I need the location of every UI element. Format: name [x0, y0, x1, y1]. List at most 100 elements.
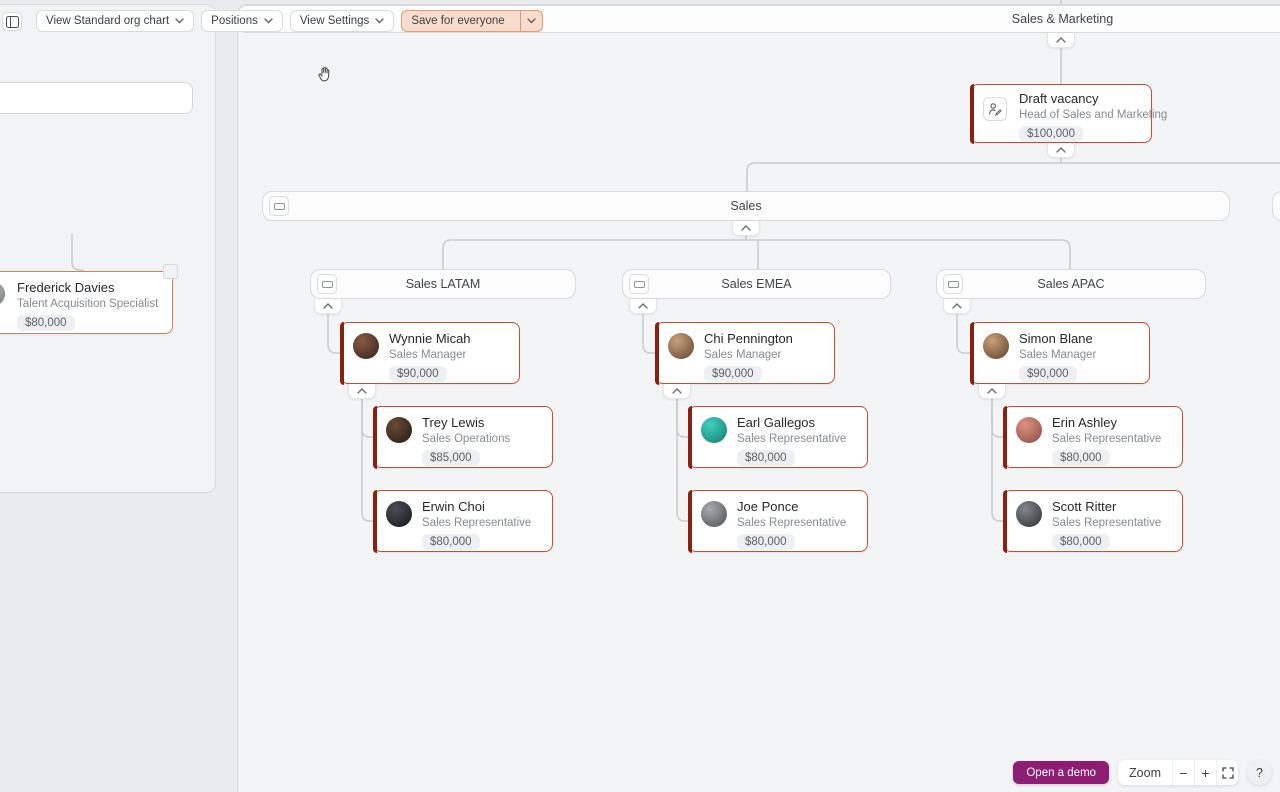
- collapse-manager-button[interactable]: [978, 384, 1006, 399]
- draft-vacancy-icon: [983, 97, 1007, 121]
- person-name: Erwin Choi: [422, 499, 485, 514]
- avatar: [983, 333, 1009, 359]
- zoom-control: Zoom − +: [1118, 760, 1238, 785]
- collapse-sales-button[interactable]: [732, 221, 760, 236]
- chevron-up-icon: [323, 303, 333, 309]
- person-name: Erin Ashley: [1052, 415, 1118, 430]
- chevron-down-icon: [264, 18, 273, 24]
- person-role: Sales Representative: [422, 517, 532, 529]
- top-toolbar: View Standard org chart Positions View S…: [0, 0, 1280, 36]
- fullscreen-button[interactable]: [1216, 760, 1238, 785]
- person-role: Sales Representative: [1052, 517, 1162, 529]
- salary-badge: $80,000: [1052, 534, 1110, 550]
- collapse-group-button[interactable]: [943, 299, 971, 314]
- left-side-panel: [0, 4, 216, 493]
- group-bar[interactable]: Sales APAC: [936, 269, 1206, 299]
- department-bar-sibling[interactable]: [1272, 191, 1280, 221]
- chevron-up-icon: [1056, 147, 1066, 153]
- avatar: [1016, 501, 1042, 527]
- canvas-footer-controls: Open a demo Zoom − + ?: [1013, 760, 1272, 785]
- person-role: Sales Operations: [422, 433, 511, 445]
- person-name: Trey Lewis: [422, 415, 485, 430]
- person-role: Sales Representative: [737, 433, 847, 445]
- department-icon[interactable]: [269, 196, 289, 216]
- avatar: [353, 333, 379, 359]
- side-panel-input[interactable]: [0, 82, 193, 114]
- chevron-up-icon: [357, 388, 367, 394]
- group-bar[interactable]: Sales EMEA: [622, 269, 891, 299]
- avatar: [1016, 417, 1042, 443]
- person-name: Chi Pennington: [704, 331, 793, 346]
- chevron-up-icon: [741, 225, 751, 231]
- save-for-everyone-button[interactable]: Save for everyone: [401, 10, 543, 32]
- salary-badge: $80,000: [17, 315, 75, 331]
- salary-badge: $90,000: [389, 366, 447, 382]
- person-role: Sales Manager: [704, 349, 782, 361]
- person-role: Sales Representative: [1052, 433, 1162, 445]
- avatar: [701, 501, 727, 527]
- department-icon[interactable]: [317, 274, 337, 294]
- person-name: Scott Ritter: [1052, 499, 1117, 514]
- group-bar[interactable]: Sales LATAM: [310, 269, 576, 299]
- chevron-down-icon: [375, 18, 385, 24]
- view-org-chart-button[interactable]: View Standard org chart: [36, 10, 195, 32]
- help-button[interactable]: ?: [1247, 760, 1272, 785]
- group-bar-label: Sales LATAM: [405, 277, 481, 291]
- person-role: Sales Representative: [737, 517, 847, 529]
- open-demo-button[interactable]: Open a demo: [1013, 761, 1110, 784]
- avatar: [668, 333, 694, 359]
- group-bar-label: Sales EMEA: [721, 277, 792, 291]
- zoom-label[interactable]: Zoom: [1129, 765, 1161, 780]
- person-name: Simon Blane: [1019, 331, 1093, 346]
- department-icon[interactable]: [629, 274, 649, 294]
- positions-button[interactable]: Positions: [201, 10, 283, 32]
- panel-left-icon: [5, 15, 19, 28]
- chevron-down-icon: [526, 18, 536, 24]
- person-role: Talent Acquisition Specialist: [17, 298, 159, 310]
- department-bar-label: Sales & Marketing: [1011, 12, 1114, 26]
- salary-badge: $90,000: [1019, 366, 1077, 382]
- salary-badge: $80,000: [737, 534, 795, 550]
- collapse-group-button[interactable]: [314, 299, 342, 314]
- collapse-manager-button[interactable]: [348, 384, 376, 399]
- avatar: [386, 417, 412, 443]
- collapse-manager-button[interactable]: [663, 384, 691, 399]
- chevron-up-icon: [1056, 37, 1066, 43]
- draft-vacancy-role: Head of Sales and Marketing: [1019, 109, 1168, 121]
- salary-badge: $80,000: [737, 450, 795, 466]
- salary-badge: $80,000: [422, 534, 480, 550]
- view-settings-button[interactable]: View Settings: [289, 10, 395, 32]
- department-bar-sales[interactable]: Sales: [262, 191, 1230, 221]
- save-options-caret[interactable]: [519, 11, 542, 31]
- draft-vacancy-name: Draft vacancy: [1019, 91, 1099, 106]
- sidebar-toggle-button[interactable]: [2, 12, 22, 31]
- card-note-tag[interactable]: [163, 264, 178, 279]
- zoom-out-button[interactable]: −: [1172, 760, 1194, 785]
- fullscreen-icon: [1221, 766, 1234, 779]
- avatar: [0, 282, 5, 306]
- person-role: Sales Manager: [389, 349, 467, 361]
- zoom-in-button[interactable]: +: [1194, 760, 1216, 785]
- draft-vacancy-card[interactable]: Draft vacancy Head of Sales and Marketin…: [969, 83, 1168, 144]
- salary-badge: $90,000: [704, 366, 762, 382]
- collapse-group-button[interactable]: [629, 299, 657, 314]
- chevron-up-icon: [672, 388, 682, 394]
- department-icon[interactable]: [943, 274, 963, 294]
- chevron-up-icon: [987, 388, 997, 394]
- salary-badge: $80,000: [1052, 450, 1110, 466]
- group-bar-label: Sales APAC: [1037, 277, 1105, 291]
- avatar: [701, 417, 727, 443]
- salary-badge: $85,000: [422, 450, 480, 466]
- collapse-draft-button[interactable]: [1047, 143, 1075, 158]
- person-card-floating[interactable]: Frederick Davies Talent Acquisition Spec…: [0, 271, 173, 334]
- collapse-root-button[interactable]: [1047, 33, 1075, 48]
